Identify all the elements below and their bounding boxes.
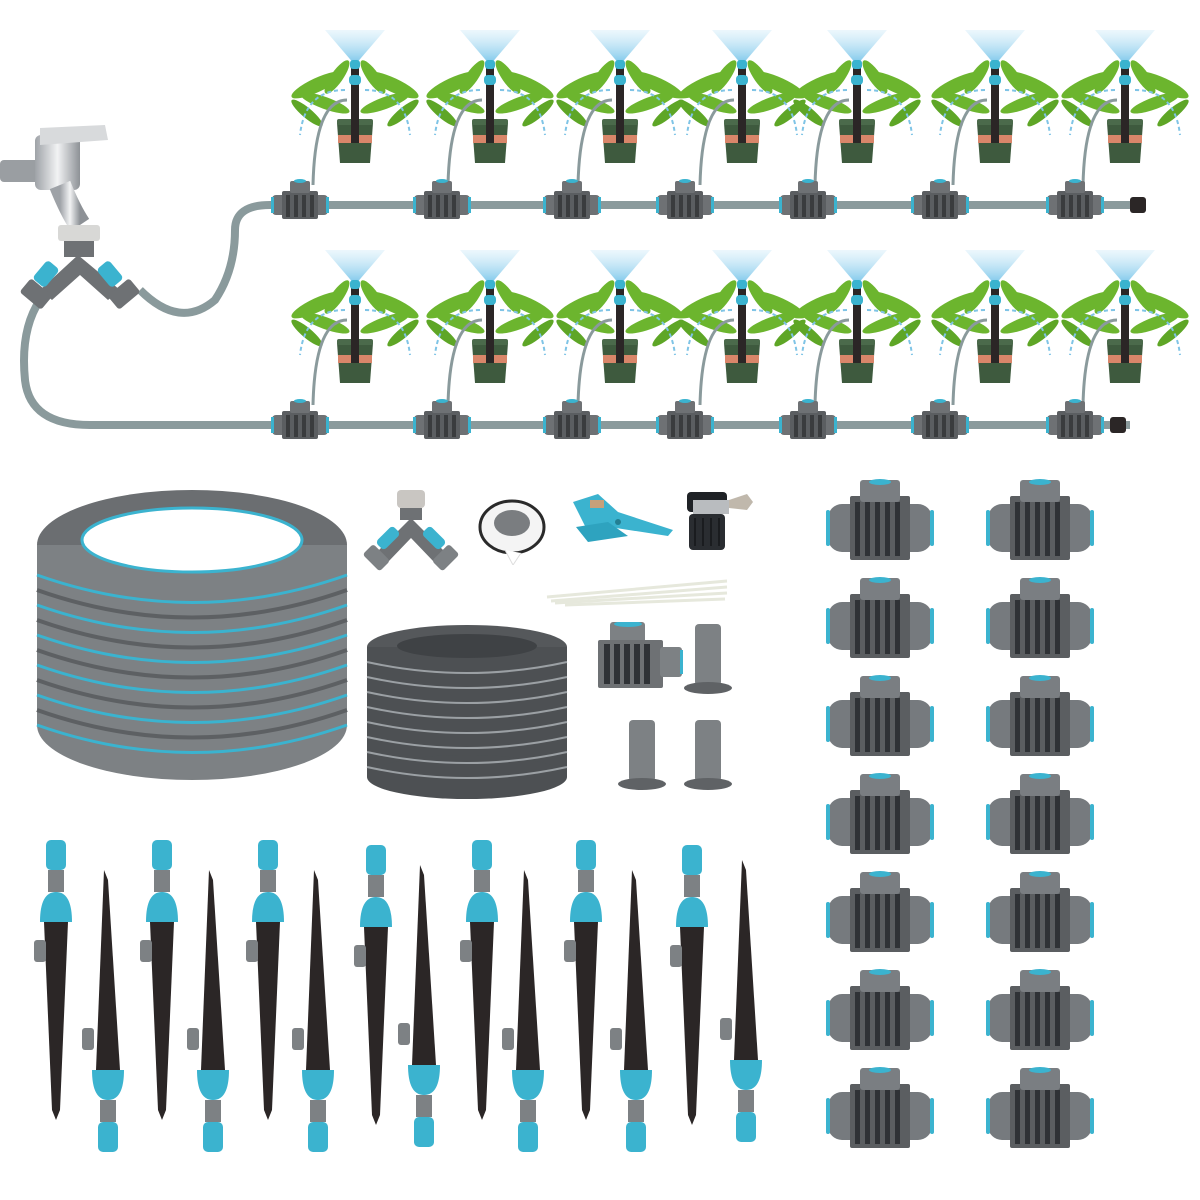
end-plug — [1110, 417, 1126, 433]
ptfe-tape — [477, 495, 547, 565]
tee-connectors-grid — [820, 478, 1120, 1180]
sprinkler-stakes — [30, 835, 780, 1175]
demo-system-illustration — [0, 28, 1194, 439]
upper-row — [271, 28, 1194, 219]
y-splitter-product — [362, 490, 462, 575]
tee-column-right — [986, 479, 1094, 1148]
main-hose-coil — [30, 480, 355, 790]
micro-tubing-coil — [362, 622, 572, 800]
support-stake — [617, 718, 669, 793]
elbow-connector — [598, 622, 688, 692]
support-stake — [683, 718, 735, 793]
lower-row — [271, 248, 1194, 439]
cable-ties — [545, 575, 730, 610]
faucet-adapter — [685, 490, 755, 560]
support-stake — [683, 622, 735, 697]
y-splitter — [20, 241, 140, 309]
demo-system — [0, 0, 1200, 450]
end-plug — [1130, 197, 1146, 213]
faucet — [0, 125, 108, 241]
tube-cutter — [568, 492, 678, 552]
tee-column-left — [826, 479, 934, 1148]
